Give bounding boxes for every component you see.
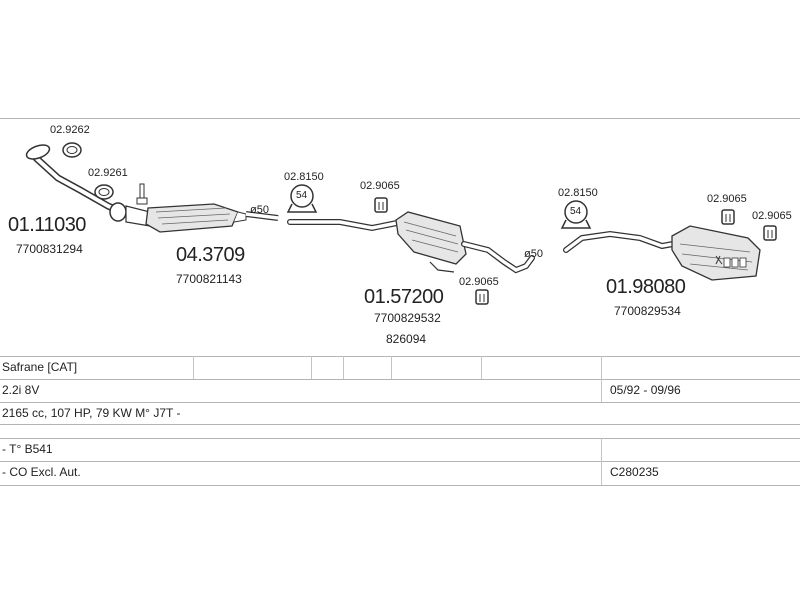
table-divider: [601, 356, 602, 402]
table-rule: [0, 485, 800, 486]
gasket-02-9262-icon: [62, 142, 82, 158]
hanger-02-9065-icon: [475, 289, 489, 305]
ref-02-8150: 02.8150: [558, 187, 598, 199]
ref-02-9065: 02.9065: [752, 210, 792, 222]
table-reference: C280235: [610, 465, 659, 479]
table-rule: [0, 402, 800, 403]
table-rule: [0, 461, 800, 462]
clamp-dia-54: 54: [296, 190, 308, 201]
ref-02-9065: 02.9065: [459, 276, 499, 288]
table-rule: [0, 356, 800, 357]
middle-silencer-01-57200-icon: [395, 211, 467, 273]
pipe-4-icon: [563, 230, 687, 253]
rear-silencer-01-98080-icon: [671, 225, 761, 281]
ref-02-9065: 02.9065: [707, 193, 747, 205]
ref-02-8150: 02.8150: [284, 171, 324, 183]
oem-7700829532: 7700829532: [374, 311, 441, 325]
part-code-04-3709: 04.3709: [176, 244, 245, 266]
table-rule: [0, 438, 800, 439]
pipe-2-icon: [287, 219, 405, 232]
table-model: Safrane [CAT]: [2, 360, 78, 374]
top-rule: [0, 118, 800, 119]
oem-7700821143: 7700821143: [176, 272, 242, 286]
hanger-02-9065-icon: [374, 197, 388, 213]
table-years: 05/92 - 09/96: [610, 383, 681, 397]
table-type: - T° B541: [2, 442, 53, 456]
clamp-02-8150-icon: [286, 184, 318, 213]
lambda-sensor-icon: [136, 183, 148, 205]
catalytic-converter-04-3709-icon: [109, 202, 247, 233]
pipe-3-icon: [461, 241, 535, 274]
table-rule: [0, 379, 800, 380]
table-divider: [193, 356, 194, 379]
clamp-02-8150-icon: [560, 200, 592, 229]
table-notes: - CO Excl. Aut.: [2, 465, 81, 479]
gasket-02-9261-icon: [94, 184, 114, 200]
clamp-dia-54: 54: [570, 206, 582, 217]
ref-02-9262: 02.9262: [50, 124, 90, 136]
pipe-1-icon: [245, 211, 279, 221]
table-rule: [0, 424, 800, 425]
exhaust-diagram: [25, 142, 777, 305]
table-divider: [391, 356, 392, 379]
part-code-01-57200: 01.57200: [364, 286, 444, 308]
part-code-01-98080: 01.98080: [606, 276, 686, 298]
pipe-dia-50: ø50: [524, 248, 543, 260]
hanger-02-9065-icon: [763, 225, 777, 241]
hanger-02-9065-icon: [721, 209, 735, 225]
table-divider: [601, 438, 602, 485]
alt-ref-826094: 826094: [386, 332, 427, 346]
pipe-dia-50: ø50: [250, 204, 269, 216]
table-engine: 2.2i 8V: [2, 383, 40, 397]
part-code-01-11030: 01.11030: [8, 214, 86, 236]
ref-02-9065: 02.9065: [360, 180, 400, 192]
table-divider: [311, 356, 312, 379]
table-divider: [343, 356, 344, 379]
table-specs: 2165 cc, 107 HP, 79 KW M° J7T -: [2, 406, 181, 420]
oem-7700829534: 7700829534: [614, 304, 681, 318]
ref-02-9261: 02.9261: [88, 167, 128, 179]
oem-7700831294: 7700831294: [16, 242, 83, 256]
table-divider: [481, 356, 482, 379]
